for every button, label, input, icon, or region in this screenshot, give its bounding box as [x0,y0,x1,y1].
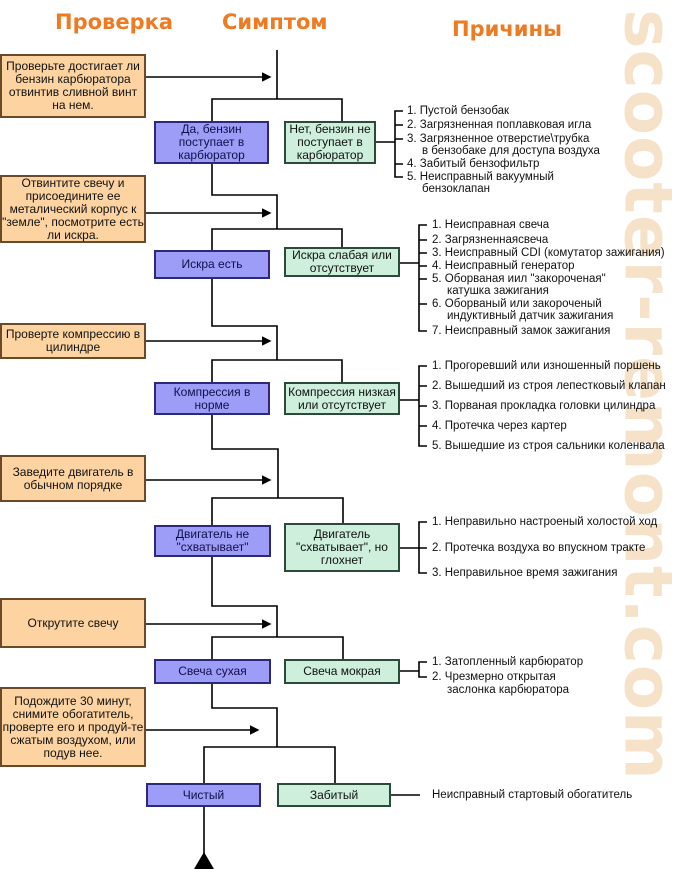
cause-item: индуктивный датчик зажигания [447,310,614,322]
header-check: Проверка [55,10,174,34]
bracket-4 [400,521,427,574]
branch-2 [211,164,343,250]
symptom-yes-2: Искра есть [154,250,270,279]
bracket-2 [400,224,427,332]
check-box-5: Открутите свечу [0,598,146,648]
cause-item: 4. Неисправный генератор [432,260,575,272]
symptom-no-1: Нет, бензин не поступает в карбюратор [284,121,376,164]
branch-3 [211,279,343,382]
symptom-no-4: Двигатель "схватывает", но глохнет [284,523,400,572]
symptom-no-2: Искра слабая или отсутствует [284,247,400,277]
symptom-no-6: Забитый [277,783,391,807]
cause-item: 5. Вышедшие из строя сальники коленвала [432,440,665,452]
symptom-yes-3: Компрессия в норме [154,382,270,415]
check-box-2: Отвинтите свечу и присоедините ее метали… [0,175,146,243]
cause-item: 4. Протечка через картер [432,420,567,432]
cause-item: 3. Порваная прокладка головки цилиндра [432,400,656,412]
symptom-no-5: Свеча мокрая [284,659,400,684]
cause-item: катушка зажигания [447,285,549,297]
cause-item: 2. Вышедший из строя лепестковый клапан [432,380,666,392]
cause-item: бензоклапан [422,183,490,195]
cause-item: 4. Забитый бензофильтр [407,158,540,170]
cause-item: 1. Неисправная свеча [432,219,550,231]
branch-5 [211,557,344,659]
cause-item: 2. Чрезмерно открытая [432,671,556,683]
cause-item: 1. Затопленный карбюратор [432,656,584,668]
cause-item: 3. Неправильное время зажигания [432,567,618,579]
cause-item: Неисправный стартовый обогатитель [432,789,633,801]
cause-item: 3. Неисправный CDI (комутатор зажигания) [432,247,665,259]
cause-item: 2. Загрязненнаясвеча [432,234,549,246]
check-box-3: Проверте компрессию в цилиндре [0,323,146,359]
bracket-1 [376,110,403,178]
cause-item: 6. Оборваный или закороченый [432,298,602,310]
cause-item: 2. Протечка воздуха во впускном тракте [432,542,646,554]
cause-item: 5. Оборваная иил "закороченая" [432,273,606,285]
check-box-1: Проверьте достигает ли бензин карбюратор… [0,54,146,118]
header-symptom: Симптом [222,10,328,34]
cause-item: 1. Прогоревший или изношенный поршень [432,360,661,372]
bracket-3 [400,365,427,447]
cause-item: 5. Неисправный вакуумный [407,171,554,183]
exit-triangle [194,852,214,869]
cause-item: заслонка карбюратора [447,684,570,696]
cause-item: 1. Неправильно настроеный холостой ход [432,516,658,528]
branch-6 [203,684,336,783]
cause-item: 3. Загрязненное отверстие\трубка [407,133,590,145]
symptom-yes-1: Да, бензин поступает в карбюратор [154,121,269,164]
cause-item: 7. Неисправный замок зажигания [432,325,611,337]
branch-4 [211,415,344,525]
bracket-5 [400,661,427,678]
cause-item: 1. Пустой бензобак [407,105,510,117]
check-box-6: Подождите 30 минут, снимите обогатитель,… [0,687,146,767]
symptom-yes-4: Двигатель не "схватывает" [154,525,271,557]
cause-item: 2. Загрязненная поплавковая игла [407,119,592,131]
check-box-4: Заведите двигатель в обычном порядке [0,455,146,502]
symptom-no-3: Компрессия низкая или отсутствует [284,382,400,415]
symptom-yes-6: Чистый [146,783,261,807]
header-causes: Причины [452,17,562,41]
branch-1 [211,50,343,121]
symptom-yes-5: Свеча сухая [154,659,271,684]
cause-item: в бензобаке для доступа воздуха [422,145,600,157]
